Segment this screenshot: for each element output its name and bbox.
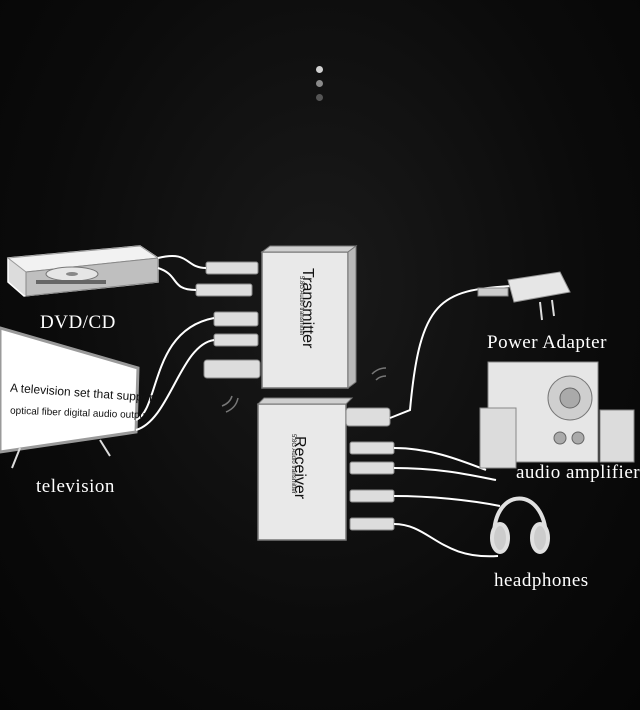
headphones-icon bbox=[490, 496, 550, 554]
cables bbox=[135, 255, 513, 558]
television-icon bbox=[0, 326, 140, 469]
power-adapter-label: Power Adapter bbox=[487, 332, 607, 353]
receiver-box bbox=[256, 397, 354, 541]
pager-dot[interactable] bbox=[316, 66, 323, 73]
wireless-signal-icon bbox=[221, 367, 387, 413]
pager-dots bbox=[314, 64, 326, 104]
transmitter-box bbox=[260, 245, 358, 389]
receiver-plugs bbox=[345, 407, 395, 531]
pager-dot[interactable] bbox=[316, 80, 323, 87]
power-adapter-icon bbox=[477, 271, 571, 321]
audio-amplifier-icon bbox=[479, 361, 635, 469]
pager-dot[interactable] bbox=[316, 94, 323, 101]
dvd-label: DVD/CD bbox=[40, 312, 116, 333]
audio-amplifier-label: audio amplifier bbox=[516, 462, 640, 483]
transmitter-plugs bbox=[195, 261, 261, 379]
receiver-subtitle: 5.8G Audio transmitter bbox=[290, 434, 296, 494]
dvd-player-icon bbox=[6, 245, 160, 297]
television-label: television bbox=[36, 476, 115, 497]
headphones-label: headphones bbox=[494, 570, 589, 591]
transmitter-subtitle: 5.8G Audio transmitter bbox=[298, 276, 304, 336]
